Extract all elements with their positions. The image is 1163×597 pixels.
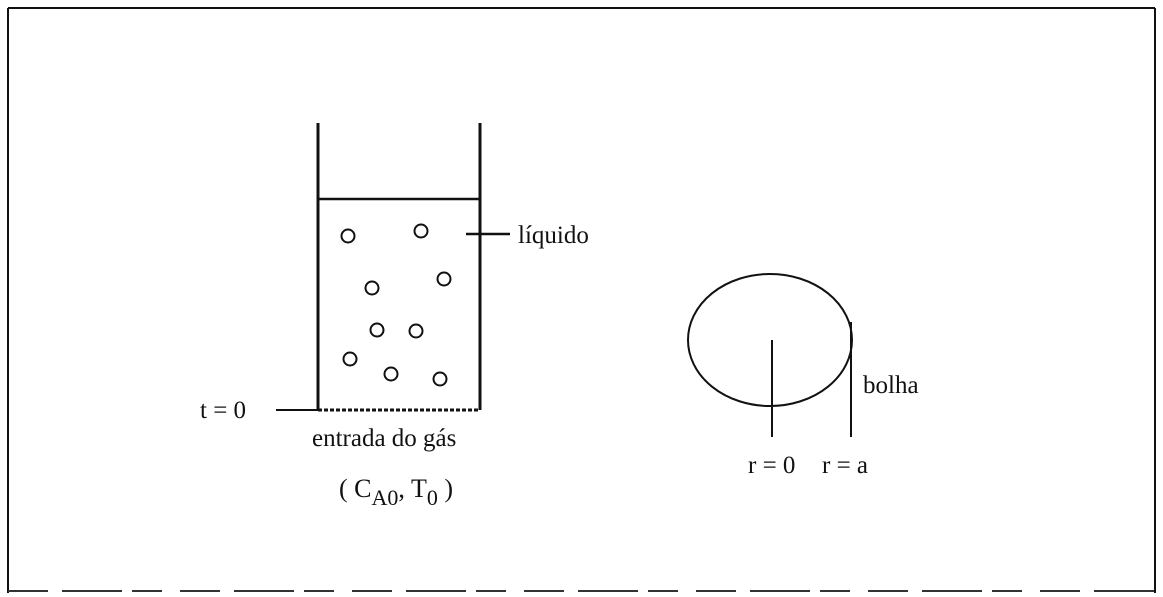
r-zero-label: r = 0 [748,452,795,479]
inlet-open-paren: ( [339,474,354,503]
inlet-conditions: ( CA0, T0 ) [339,474,453,510]
inlet-comma: , [398,474,411,503]
large-bubble [687,273,853,407]
small-bubble [340,228,356,244]
concentration-symbol: C [354,474,371,503]
small-bubble [383,366,399,382]
r-a-label: r = a [822,452,868,479]
small-bubble [413,223,429,239]
small-bubble [436,271,452,287]
liquid-label: líquido [518,222,589,249]
gas-inlet-label: entrada do gás [312,425,456,452]
bubble-label: bolha [863,372,919,399]
vessel [316,123,482,410]
small-bubble [369,322,385,338]
small-bubble [342,351,358,367]
figure-frame [7,7,1156,593]
small-bubble [364,280,380,296]
small-bubble [432,371,448,387]
small-bubble [408,323,424,339]
temperature-subscript: 0 [427,485,438,510]
temperature-symbol: T [411,474,427,503]
bubble-group [340,223,452,387]
inlet-close-paren: ) [438,474,453,503]
concentration-subscript: A0 [372,485,399,510]
time-start-label: t = 0 [200,397,246,424]
